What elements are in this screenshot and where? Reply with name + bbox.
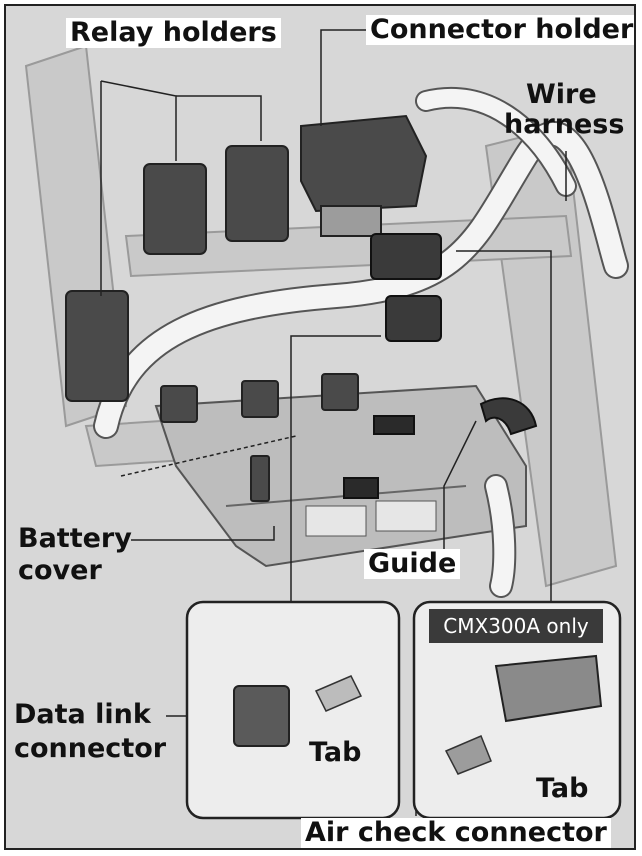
relay-holders bbox=[65, 145, 359, 502]
motorcycle-relay-illustration bbox=[24, 29, 629, 820]
tab-left-label: Tab bbox=[309, 737, 362, 768]
data-link-connector-label-line1: Data link bbox=[14, 699, 151, 730]
battery-cover-label-line1: Battery bbox=[18, 523, 132, 554]
connector-holder bbox=[300, 114, 428, 237]
battery-cover bbox=[154, 384, 527, 568]
battery-cover-label-line2: cover bbox=[18, 555, 102, 586]
model-badge: CMX300A only bbox=[429, 609, 603, 643]
wire-harness-label-line2: harness bbox=[504, 109, 625, 140]
relay-holders-label: Relay holders bbox=[66, 18, 281, 48]
inset-panels bbox=[185, 600, 622, 820]
connector-holder-label: Connector holder bbox=[366, 15, 634, 45]
air-check-connector-label: Air check connector bbox=[301, 818, 611, 848]
wire-harness-label-line1: Wire bbox=[526, 79, 597, 110]
tab-right-label: Tab bbox=[536, 773, 589, 804]
guide-label: Guide bbox=[364, 549, 461, 579]
leader-lines bbox=[100, 29, 567, 816]
engine-connectors bbox=[343, 233, 538, 499]
data-link-connector-label-line2: connector bbox=[14, 733, 167, 764]
diagram-frame: Relay holders Connector holder Wire harn… bbox=[4, 4, 636, 850]
wire-harness bbox=[93, 86, 629, 598]
